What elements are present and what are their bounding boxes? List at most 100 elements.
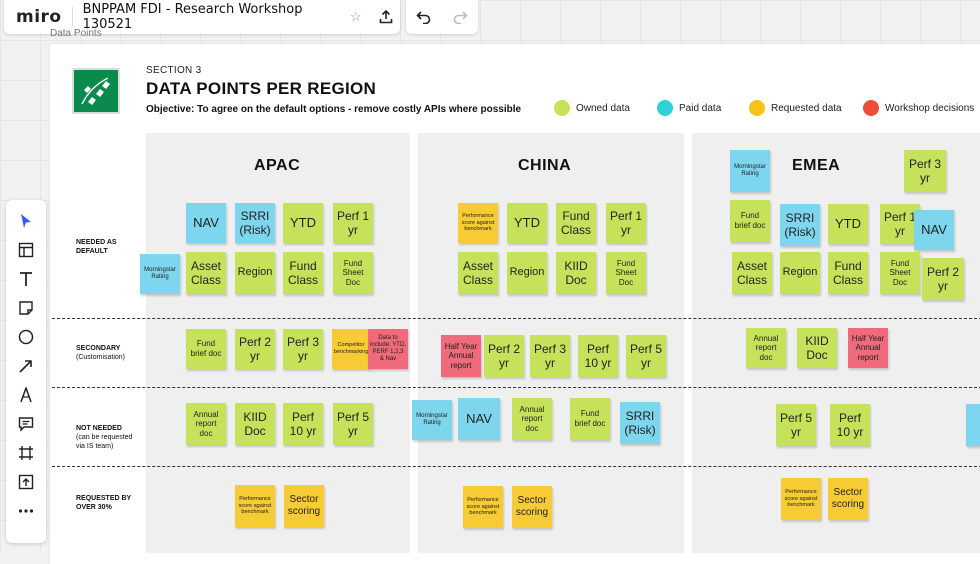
sticky-note[interactable]: Perf 5 yr xyxy=(333,403,373,445)
sticky-note-tool[interactable] xyxy=(11,293,41,322)
sticky-note[interactable]: Morningstar Rating xyxy=(412,400,452,440)
sticky-note[interactable]: KIID Doc xyxy=(797,328,837,368)
comment-tool[interactable] xyxy=(11,409,41,438)
sticky-note[interactable]: Perf 1 yr xyxy=(606,203,646,243)
row-label-not-needed: NOT NEEDED (can be requested via IS team… xyxy=(76,424,142,451)
sticky-note[interactable]: Half Year Annual report xyxy=(441,335,481,377)
sticky-note[interactable]: NAV xyxy=(186,203,226,243)
row-subtitle: (can be requested via IS team) xyxy=(76,434,133,450)
template-icon xyxy=(18,242,34,257)
frame-tool[interactable] xyxy=(11,438,41,467)
sticky-note[interactable]: Performance score against benchmark xyxy=(781,478,821,520)
sticky-note[interactable]: YTD xyxy=(507,203,547,243)
legend-dot-owned xyxy=(554,100,570,116)
pen-tool[interactable] xyxy=(11,380,41,409)
sticky-note[interactable]: NAV xyxy=(458,398,500,440)
sticky-note[interactable]: Perf 3 yr xyxy=(530,335,570,377)
row-label-requested: REQUESTED BY OVER 30% xyxy=(76,494,136,512)
legend-dot-requested xyxy=(749,100,765,116)
redo-button[interactable] xyxy=(445,2,475,32)
sticky-note[interactable]: Region xyxy=(507,252,547,294)
sticky-note[interactable]: Perf 5 yr xyxy=(626,335,666,377)
sticky-note[interactable]: Fund Class xyxy=(283,252,323,294)
sticky-note[interactable]: Perf 2 yr xyxy=(484,335,524,377)
sticky-note[interactable]: Fund brief doc xyxy=(186,329,226,369)
sticky-note[interactable]: Perf 2 yr xyxy=(235,329,275,369)
sticky-note[interactable]: Morningstar Rating xyxy=(730,150,770,192)
sticky-note[interactable]: Performance score against benchmark xyxy=(235,485,275,527)
sticky-note[interactable]: Perf 1 yr xyxy=(880,204,920,244)
sticky-note[interactable]: Performance score against benchmark xyxy=(458,203,498,243)
sticky-note[interactable]: Asset Class xyxy=(732,252,772,294)
board-header: miro BNPPAM FDI - Research Workshop 1305… xyxy=(4,0,400,34)
sticky-note[interactable]: Perf 3 yr xyxy=(904,150,946,192)
sticky-note[interactable]: Fund brief doc xyxy=(730,200,770,242)
sticky-note[interactable]: Annual report doc xyxy=(512,398,552,440)
sticky-note[interactable]: Perf 5 yr xyxy=(776,404,816,446)
sticky-note[interactable]: SRRI (Risk) xyxy=(780,204,820,246)
bnp-logo xyxy=(72,68,120,114)
more-icon xyxy=(18,508,34,513)
sticky-note[interactable]: Fund Sheet Doc xyxy=(880,252,920,294)
templates-tool[interactable] xyxy=(11,235,41,264)
column-title-apac: APAC xyxy=(254,157,301,174)
sticky-note[interactable]: Half Year Annual report xyxy=(848,328,888,368)
sticky-note[interactable]: Data to include: YTD, PERF 1,2,3 & Nav xyxy=(368,329,408,369)
shape-tool[interactable] xyxy=(11,322,41,351)
arrow-icon xyxy=(19,359,32,373)
undo-button[interactable] xyxy=(409,2,439,32)
sticky-note[interactable]: Region xyxy=(780,252,820,294)
sticky-note[interactable]: Annual report doc xyxy=(746,328,786,368)
frame-icon xyxy=(19,445,33,460)
row-divider xyxy=(52,318,980,319)
sticky-note[interactable]: NAV xyxy=(914,210,954,250)
legend-paid: Paid data xyxy=(657,100,721,116)
sticky-note[interactable]: Region xyxy=(235,252,275,294)
objective-text: Objective: To agree on the default optio… xyxy=(146,104,522,115)
upload-tool[interactable] xyxy=(11,467,41,496)
sticky-note[interactable]: Fund brief doc xyxy=(570,398,610,440)
select-tool[interactable] xyxy=(11,206,41,235)
sticky-note[interactable]: Annual report doc xyxy=(186,403,226,445)
frame-label[interactable]: Data Points xyxy=(50,28,102,39)
sticky-note[interactable]: Perf 10 yr xyxy=(283,403,323,445)
sticky-note[interactable]: Morningstar Rating xyxy=(140,254,180,294)
row-divider xyxy=(52,466,980,467)
sticky-note[interactable]: Perf 1 yr xyxy=(333,203,373,243)
upload-icon xyxy=(379,9,393,24)
export-button[interactable] xyxy=(372,2,400,32)
sticky-note[interactable]: Sector scoring xyxy=(284,485,324,527)
sticky-note[interactable]: Fund Sheet Doc xyxy=(606,252,646,294)
comment-icon xyxy=(18,416,34,432)
text-tool[interactable] xyxy=(11,264,41,293)
sticky-note[interactable]: Sector scoring xyxy=(828,478,868,520)
star-icon[interactable]: ☆ xyxy=(349,9,362,24)
sticky-note[interactable]: YTD xyxy=(283,203,323,243)
board-title[interactable]: BNPPAM FDI - Research Workshop 130521 xyxy=(82,2,303,32)
sticky-note[interactable]: YTD xyxy=(828,204,868,244)
sticky-note[interactable]: Asset Class xyxy=(186,252,226,294)
connector-tool[interactable] xyxy=(11,351,41,380)
sticky-note[interactable]: KIID Doc xyxy=(235,403,275,445)
upload-icon xyxy=(18,474,34,489)
sticky-note[interactable]: Perf 10 yr xyxy=(578,335,618,377)
more-tools-button[interactable] xyxy=(11,496,41,525)
miro-logo[interactable]: miro xyxy=(16,7,62,27)
sticky-note[interactable]: Competitor benchmarking xyxy=(332,329,370,369)
sticky-note[interactable]: Performance score against benchmark xyxy=(463,486,503,528)
row-label-secondary: SECONDARY (Customisation) xyxy=(76,344,142,362)
sticky-note[interactable]: Perf 3 yr xyxy=(283,329,323,369)
sticky-note[interactable]: Sector scoring xyxy=(512,486,552,528)
sticky-note[interactable]: Perf 2 yr xyxy=(922,258,964,300)
sticky-note[interactable]: Perf 10 yr xyxy=(830,404,870,446)
sticky-note[interactable]: Fund Sheet Doc xyxy=(333,252,373,294)
sticky-note[interactable]: Fund Class xyxy=(828,252,868,294)
legend-label: Workshop decisions xyxy=(885,102,975,114)
sticky-note[interactable]: SRRI (Risk) xyxy=(235,203,275,243)
sticky-note[interactable]: Asset Class xyxy=(458,252,498,294)
sticky-note[interactable]: Fund Class xyxy=(556,203,596,243)
sticky-note-icon xyxy=(19,300,33,315)
sticky-note[interactable]: SRRI (Risk) xyxy=(620,402,660,444)
sticky-note[interactable]: KIID Doc xyxy=(556,252,596,294)
sticky-note-partial[interactable] xyxy=(966,404,980,446)
